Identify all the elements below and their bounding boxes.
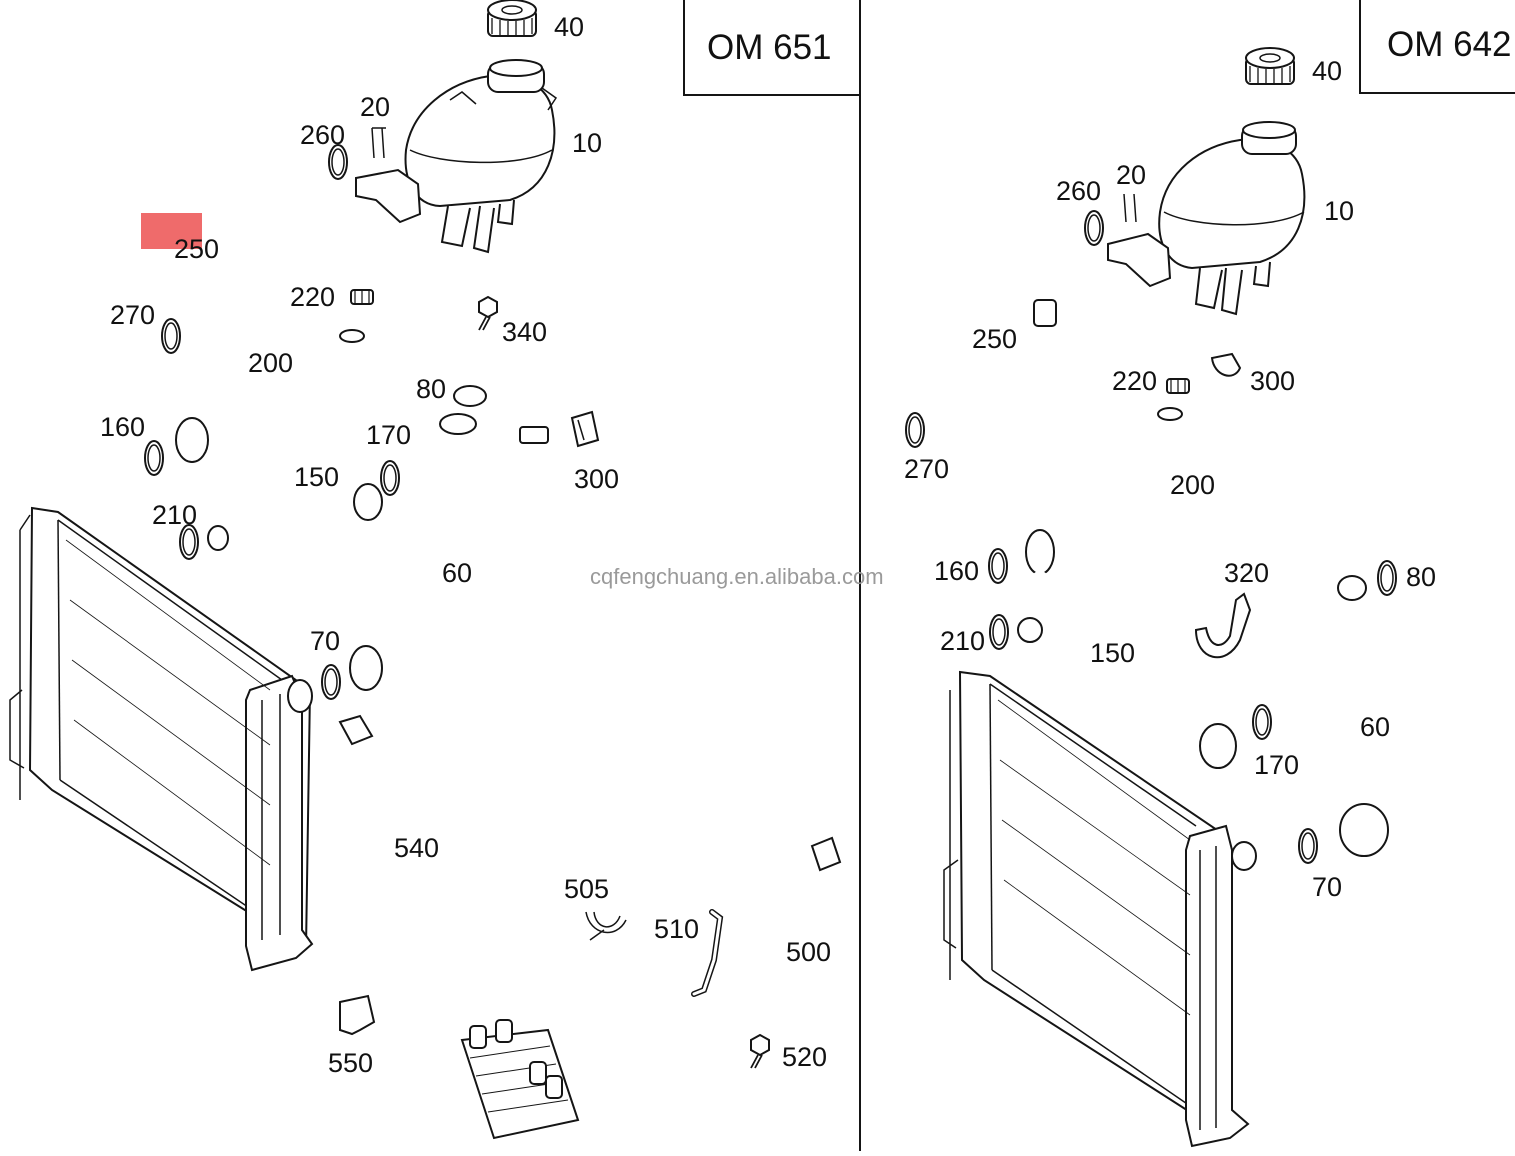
left-bolt-520 — [750, 1034, 770, 1069]
left-oring-70 — [321, 664, 341, 700]
callout-left-300: 300 — [574, 464, 619, 494]
engine-box-right — [1359, 0, 1515, 94]
left-hose-150 — [175, 417, 385, 531]
left-oil-cooler — [460, 1019, 580, 1140]
engine-box-left — [683, 0, 861, 96]
callout-left-60: 60 — [442, 558, 472, 588]
highlight-marker — [141, 213, 202, 249]
callout-right-200: 200 — [1170, 470, 1215, 500]
callout-right-160: 160 — [934, 556, 979, 586]
callout-right-320: 320 — [1224, 558, 1269, 588]
callout-left-200: 200 — [248, 348, 293, 378]
right-oring-210 — [989, 614, 1009, 650]
callout-right-260: 260 — [1056, 176, 1101, 206]
callout-left-540: 540 — [394, 833, 439, 863]
right-oring-260 — [1084, 210, 1104, 246]
left-hose-60 — [348, 410, 478, 691]
callout-right-40: 40 — [1312, 56, 1342, 86]
left-radiator-outlet — [287, 679, 313, 713]
callout-right-80: 80 — [1406, 562, 1436, 592]
left-bracket-550 — [339, 994, 376, 1036]
callout-left-500: 500 — [786, 937, 831, 967]
left-fitting-210 — [207, 525, 229, 551]
right-bracket-320 — [1194, 592, 1252, 659]
callout-right-20: 20 — [1116, 160, 1146, 190]
watermark: cqfengchuang.en.alibaba.com — [590, 564, 884, 589]
left-tank-cap — [487, 0, 537, 38]
callout-left-550: 550 — [328, 1048, 373, 1078]
callout-left-260: 260 — [300, 120, 345, 150]
callout-left-160: 160 — [100, 412, 145, 442]
engine-label-right: OM 642 — [1387, 25, 1512, 64]
left-hose-500 — [603, 836, 842, 1046]
left-clamp-220 — [350, 289, 374, 305]
right-clip-300 — [1210, 352, 1242, 377]
callout-left-270: 270 — [110, 300, 155, 330]
left-expansion-tank — [404, 59, 558, 254]
callout-left-250: 250 — [174, 234, 219, 264]
callout-right-10: 10 — [1324, 196, 1354, 226]
callout-left-70: 70 — [310, 626, 340, 656]
left-bracket-20 — [355, 127, 422, 224]
callout-left-210: 210 — [152, 500, 197, 530]
right-radiator — [943, 670, 1257, 1148]
callout-left-520: 520 — [782, 1042, 827, 1072]
callout-left-220: 220 — [290, 282, 335, 312]
engine-label-left: OM 651 — [707, 28, 832, 67]
right-hose-60 — [1282, 572, 1389, 857]
callout-right-250: 250 — [972, 324, 1017, 354]
left-oring-80 — [453, 385, 487, 407]
callout-right-70: 70 — [1312, 872, 1342, 902]
callout-right-210: 210 — [940, 626, 985, 656]
callout-left-40: 40 — [554, 12, 584, 42]
callout-left-505: 505 — [564, 874, 609, 904]
right-tank-cap — [1245, 47, 1295, 86]
callout-right-220: 220 — [1112, 366, 1157, 396]
callout-left-150: 150 — [294, 462, 339, 492]
right-expansion-tank — [1158, 121, 1306, 316]
callout-left-10: 10 — [572, 128, 602, 158]
right-hose-250 — [955, 237, 1195, 417]
left-hose-200 — [210, 328, 365, 548]
callout-left-20: 20 — [360, 92, 390, 122]
callout-right-60: 60 — [1360, 712, 1390, 742]
left-oring-270 — [161, 318, 181, 354]
callout-right-300: 300 — [1250, 366, 1295, 396]
left-oring-170 — [380, 460, 400, 496]
left-oring-260 — [328, 144, 348, 180]
left-clamp-505 — [585, 911, 627, 941]
callout-left-80: 80 — [416, 374, 446, 404]
left-oring-160 — [144, 440, 164, 476]
left-hose-250 — [201, 173, 549, 444]
callout-left-510: 510 — [654, 914, 699, 944]
right-oring-70 — [1298, 828, 1318, 864]
callout-left-170: 170 — [366, 420, 411, 450]
right-hose-150 — [1022, 502, 1237, 769]
left-clip-300 — [570, 410, 600, 448]
left-hose-540 — [338, 714, 569, 1039]
left-radiator — [9, 506, 314, 972]
callout-right-170: 170 — [1254, 750, 1299, 780]
left-bolt-340 — [478, 296, 498, 331]
right-clamp-220 — [1166, 378, 1190, 394]
callout-left-340: 340 — [502, 317, 547, 347]
right-bracket-20 — [1107, 193, 1172, 288]
right-oring-160 — [988, 548, 1008, 584]
left-bracket-510 — [691, 909, 724, 997]
right-fitting-210 — [1017, 617, 1043, 643]
callout-right-270: 270 — [904, 454, 949, 484]
right-oring-270 — [905, 412, 925, 448]
left-oring-210 — [179, 524, 199, 560]
right-oring-170 — [1252, 704, 1272, 740]
right-oring-80 — [1377, 560, 1397, 596]
callout-right-150: 150 — [1090, 638, 1135, 668]
